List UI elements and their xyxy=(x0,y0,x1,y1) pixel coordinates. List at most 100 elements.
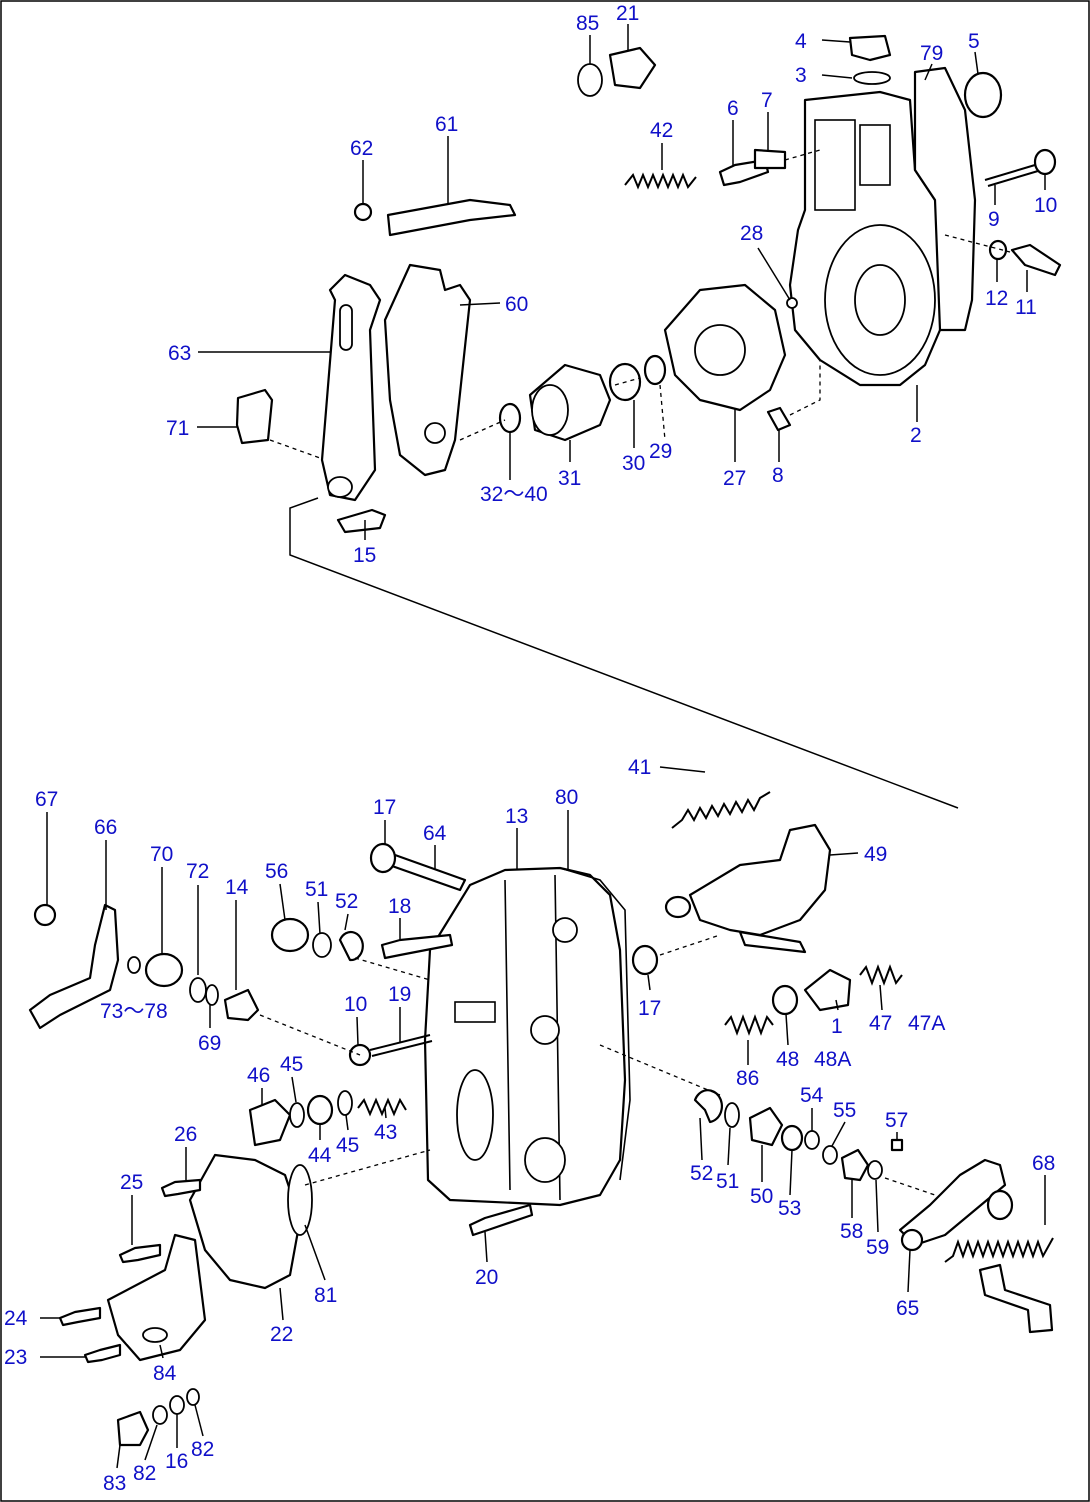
callout-69: 69 xyxy=(198,1032,221,1055)
callout-85: 85 xyxy=(576,12,599,35)
callout-23: 23 xyxy=(4,1346,27,1369)
ring-72 xyxy=(189,977,207,1003)
spring-42 xyxy=(624,172,697,190)
callout-30: 30 xyxy=(622,452,645,475)
spring-41 xyxy=(671,791,771,829)
callout-68: 68 xyxy=(1032,1152,1055,1175)
callout-9: 9 xyxy=(988,208,1000,231)
washer-82a xyxy=(152,1405,168,1425)
washer-45b xyxy=(337,1090,353,1116)
callout-50: 50 xyxy=(750,1185,773,1208)
callout-86: 86 xyxy=(736,1067,759,1090)
washer-12 xyxy=(988,239,1008,261)
callout-47: 47 xyxy=(869,1012,892,1035)
callout-84: 84 xyxy=(153,1362,177,1385)
fitting-14 xyxy=(223,988,260,1022)
callout-52-lower: 52 xyxy=(690,1162,713,1185)
callout-79: 79 xyxy=(920,42,943,65)
nut-62 xyxy=(353,202,373,222)
callout-29: 29 xyxy=(649,440,672,463)
o-ring-81 xyxy=(287,1164,313,1236)
callout-7: 7 xyxy=(761,89,773,112)
o-ring-69 xyxy=(205,984,219,1006)
spring-86 xyxy=(724,1014,774,1036)
callout-22: 22 xyxy=(270,1323,293,1346)
callout-8: 8 xyxy=(772,464,784,487)
ring-85 xyxy=(577,63,603,97)
callout-67: 67 xyxy=(35,788,58,811)
cover-slot xyxy=(454,1001,496,1023)
adjuster-1 xyxy=(803,968,852,1012)
callout-51: 51 xyxy=(305,878,328,901)
bolt-17-right xyxy=(631,944,659,976)
lever-65-pin xyxy=(900,1228,924,1252)
callout-11: 11 xyxy=(1015,296,1037,319)
pin-64 xyxy=(390,853,467,892)
callout-48A: 48A xyxy=(814,1048,851,1071)
callout-60: 60 xyxy=(505,293,528,316)
bolt-9 xyxy=(984,164,1039,187)
axis-right xyxy=(599,1044,936,1196)
callout-41: 41 xyxy=(628,756,651,779)
clip-52-right xyxy=(693,1089,724,1124)
plug-cap xyxy=(848,34,892,62)
callout-5: 5 xyxy=(968,30,980,53)
assembly-connector xyxy=(289,497,959,809)
housing-inner-bore xyxy=(854,264,906,336)
bolt-26 xyxy=(160,1178,202,1198)
callout-20: 20 xyxy=(475,1266,498,1289)
bolt-24 xyxy=(58,1306,102,1327)
spring-47 xyxy=(859,964,903,986)
leader-45b xyxy=(345,1114,349,1131)
holder-hub xyxy=(694,324,746,376)
leader-28 xyxy=(757,247,791,301)
axis-29 xyxy=(659,384,666,441)
callout-46: 46 xyxy=(247,1064,270,1087)
leader-51 xyxy=(317,901,321,935)
cover-bore-mid xyxy=(530,1015,560,1045)
callout-15: 15 xyxy=(353,544,376,567)
washer-73-78 xyxy=(127,956,141,974)
axis-81 xyxy=(304,1149,431,1186)
callout-73-78: 73～78 xyxy=(100,1000,168,1023)
lever-49-shaft xyxy=(738,930,807,954)
fitting-21 xyxy=(608,46,657,90)
clip-28 xyxy=(786,297,798,309)
callout-1: 1 xyxy=(831,1015,843,1038)
bolt-15 xyxy=(336,508,387,534)
lever-63-slot xyxy=(339,304,353,351)
callout-27: 27 xyxy=(723,467,746,490)
bolt-17-head xyxy=(369,842,397,874)
nut-44 xyxy=(306,1094,334,1126)
bracket-84 xyxy=(106,1233,207,1362)
leader-59 xyxy=(875,1179,879,1233)
callout-19: 19 xyxy=(388,983,411,1006)
callout-58: 58 xyxy=(840,1220,863,1243)
leader-3 xyxy=(821,74,853,79)
leader-79 xyxy=(924,63,933,81)
shim-32-40 xyxy=(498,402,522,434)
gasket-80 xyxy=(559,867,631,1181)
upper-assembly xyxy=(235,34,1062,534)
axis-14 xyxy=(259,1014,361,1056)
cap-nut-46 xyxy=(248,1098,292,1147)
callout-21: 21 xyxy=(616,2,639,25)
callout-3: 3 xyxy=(795,64,807,87)
callout-13: 13 xyxy=(505,805,528,828)
lever-66 xyxy=(28,903,120,1030)
screw-11 xyxy=(1010,243,1062,277)
callout-32-40: 32～40 xyxy=(480,483,548,506)
leader-52 xyxy=(344,913,349,931)
bolt-67 xyxy=(33,903,57,927)
leader-52b xyxy=(699,1117,703,1161)
callout-66: 66 xyxy=(94,816,117,839)
end-cover xyxy=(188,1153,302,1290)
callout-42: 42 xyxy=(650,119,673,142)
callout-10-lower: 10 xyxy=(344,993,367,1016)
callout-28: 28 xyxy=(740,222,763,245)
leader-82a xyxy=(144,1424,158,1461)
leader-17b xyxy=(647,974,651,991)
o-ring-51-right xyxy=(724,1102,740,1128)
axis-52 xyxy=(354,957,431,981)
leader-83 xyxy=(116,1444,121,1469)
